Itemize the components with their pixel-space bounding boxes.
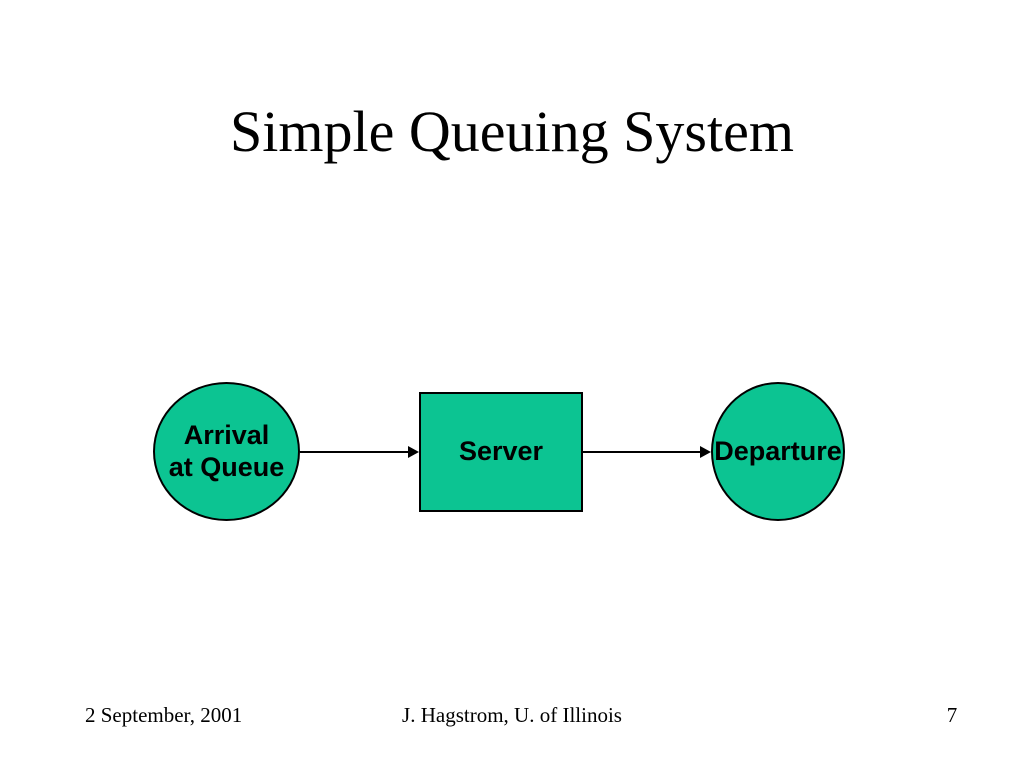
arrow-shaft	[300, 451, 410, 453]
server-node-label: Server	[458, 436, 544, 467]
server-node: Server	[419, 392, 583, 512]
arrow-arrival-to-server	[300, 446, 419, 458]
arrow-right-icon	[700, 446, 711, 458]
arrow-shaft	[583, 451, 702, 453]
departure-node-label: Departure	[714, 435, 842, 466]
arrival-node-label: Arrival at Queue	[168, 420, 285, 482]
footer-date: 2 September, 2001	[85, 703, 243, 727]
arrow-server-to-departure	[583, 446, 711, 458]
footer-author: J. Hagstrom, U. of Illinois	[402, 703, 622, 727]
footer-page-number: 7	[946, 703, 958, 727]
arrival-node: Arrival at Queue	[153, 382, 300, 521]
departure-node: Departure	[711, 382, 845, 521]
page-title: Simple Queuing System	[230, 99, 794, 164]
arrow-right-icon	[408, 446, 419, 458]
